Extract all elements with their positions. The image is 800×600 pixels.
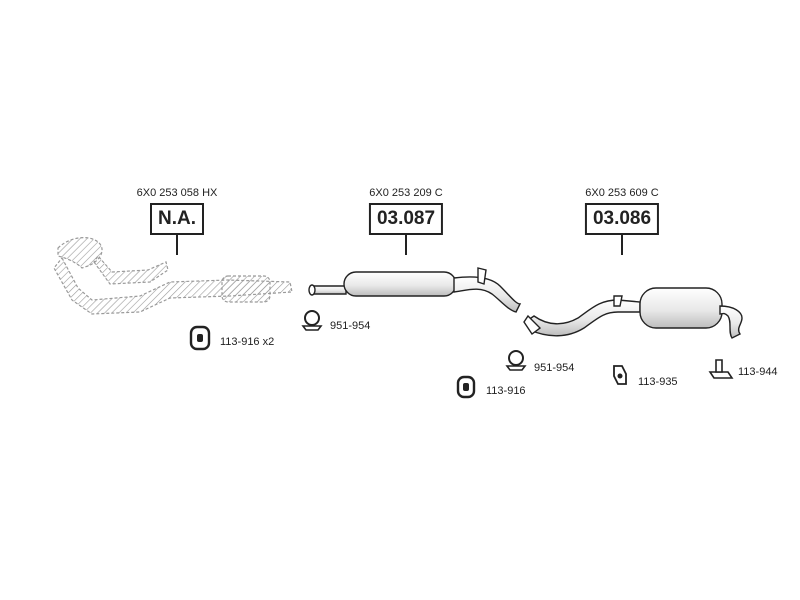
rear-silencer	[523, 287, 743, 339]
part-label: 113-916	[486, 385, 526, 397]
leader-line-front-pipe	[176, 233, 178, 255]
assembly-ref-front-pipe: 6X0 253 058 HX	[136, 187, 218, 199]
assembly-code-rear-silencer: 03.086	[584, 203, 660, 235]
clamp-icon	[505, 350, 527, 371]
assembly-code-middle-silencer: 03.087	[368, 203, 444, 235]
leader-line-rear-silencer	[621, 233, 623, 255]
part-label: 951-954	[534, 362, 575, 374]
rubber-hanger-icon	[189, 325, 211, 351]
clamp-icon	[301, 310, 323, 331]
rubber-hanger-icon	[456, 375, 476, 399]
part-label: 113-944	[738, 366, 778, 378]
assembly-code-front-pipe: N.A.	[150, 203, 204, 235]
hanger-bracket-icon	[613, 365, 627, 385]
assembly-ref-rear-silencer: 6X0 253 609 C	[585, 187, 659, 199]
part-label: 113-935	[638, 376, 678, 388]
part-label: 113-916 x2	[220, 336, 275, 348]
front-pipe-catalyst	[53, 237, 293, 315]
assembly-ref-middle-silencer: 6X0 253 209 C	[369, 187, 443, 199]
part-label: 951-954	[330, 320, 371, 332]
leader-line-middle-silencer	[405, 233, 407, 255]
mounting-bracket-icon	[708, 359, 734, 379]
middle-silencer	[308, 267, 522, 313]
